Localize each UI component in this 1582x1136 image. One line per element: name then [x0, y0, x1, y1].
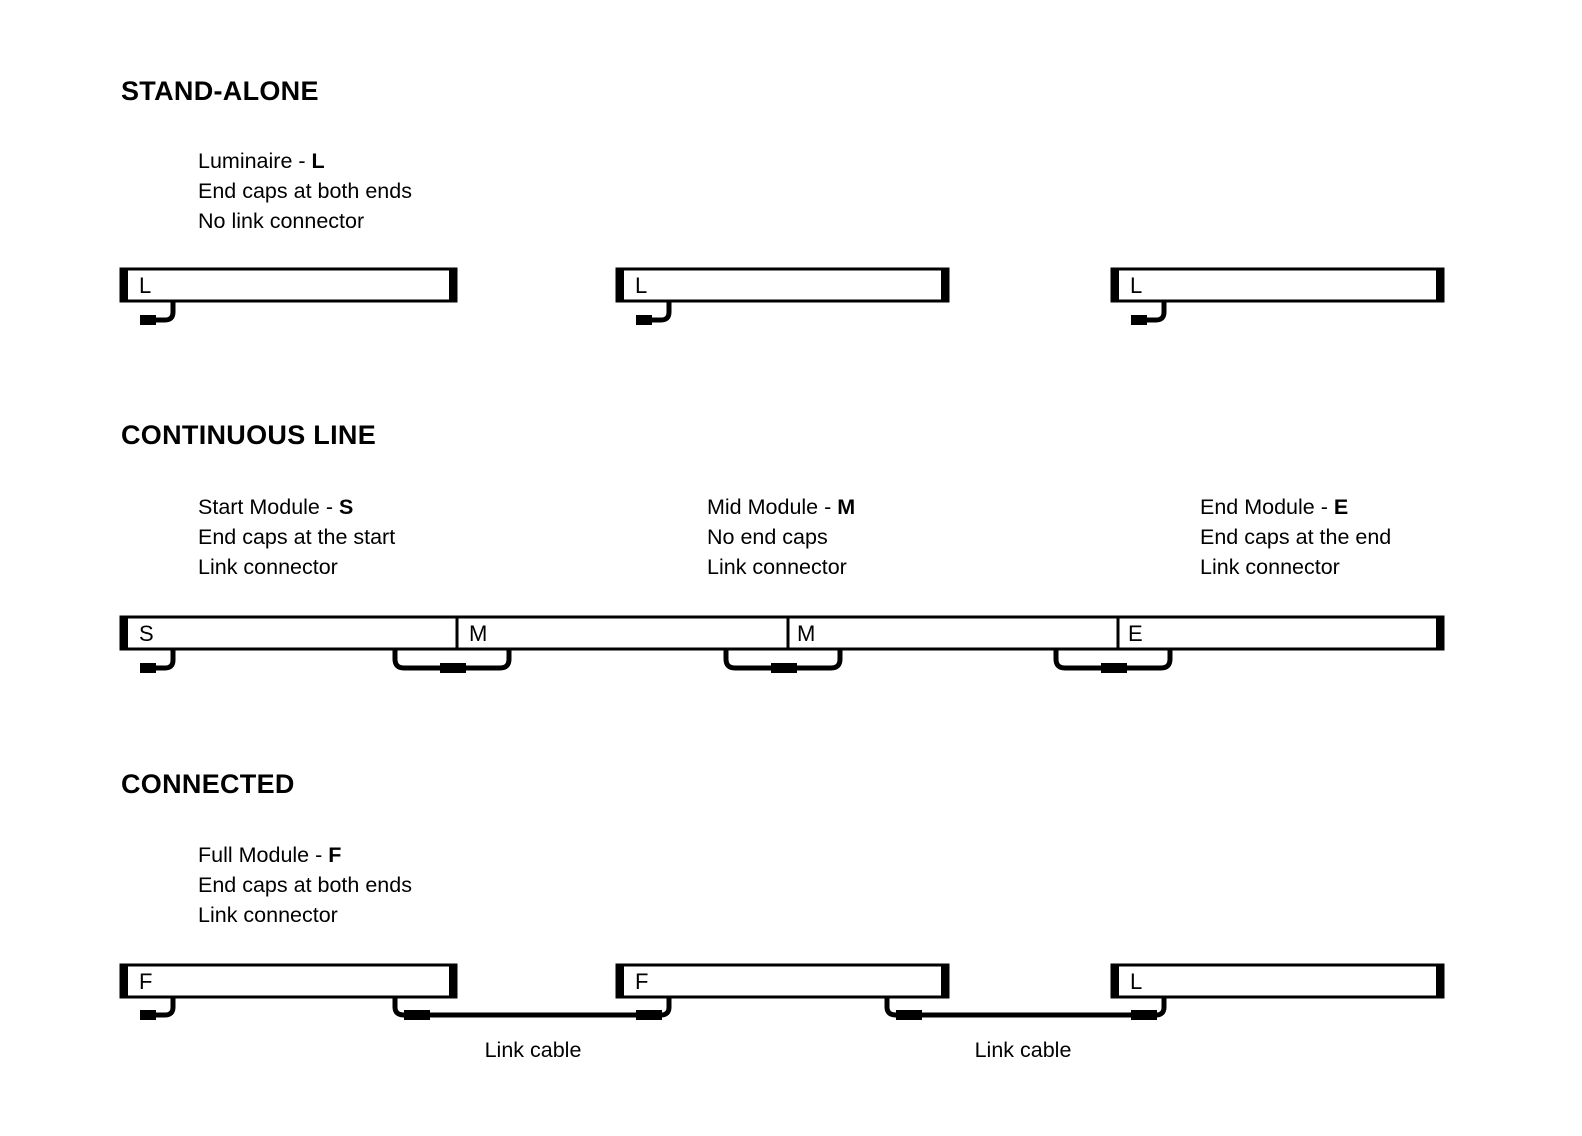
spec-line-title: End Module - E — [1200, 495, 1349, 519]
connector-plug-left — [404, 1010, 430, 1020]
module-tag-mid-1: M — [469, 621, 487, 646]
spec-block-start-module: Start Module - S End caps at the start L… — [198, 492, 395, 582]
luminaire-body — [1110, 963, 1445, 999]
module-tag-label: F — [139, 969, 152, 994]
connector-plug — [440, 663, 466, 673]
module-tag-mid-2: M — [797, 621, 815, 646]
luminaire-body — [119, 963, 458, 999]
end-cap-left — [617, 268, 624, 302]
connected-module-3: L — [1110, 963, 1445, 999]
spec-line-endcaps: End caps at both ends — [198, 179, 412, 203]
connected-graphics: F F L — [119, 963, 1445, 1020]
section-heading-stand-alone: STAND-ALONE — [121, 76, 319, 106]
module-tag-label: L — [635, 273, 647, 298]
end-cap-right — [1436, 616, 1443, 650]
link-cable-path — [884, 998, 1167, 1018]
link-cable-label-1: Link cable — [484, 1038, 582, 1062]
connected-module-2: F — [615, 963, 950, 999]
connector-plug — [636, 315, 652, 325]
section-heading-connected: CONNECTED — [121, 769, 295, 799]
section-heading-continuous-line: CONTINUOUS LINE — [121, 420, 377, 450]
module-tag-label: L — [139, 273, 151, 298]
spec-line-connector: Link connector — [198, 903, 338, 927]
luminaire-body — [1110, 267, 1445, 303]
luminaire-body — [615, 267, 950, 303]
module-tag-start: S — [139, 621, 154, 646]
module-tag-label: L — [1130, 969, 1142, 994]
link-cable-1 — [392, 998, 672, 1020]
end-cap-left — [121, 964, 128, 998]
connector-plug — [1101, 663, 1127, 673]
module-tag-end: E — [1128, 621, 1143, 646]
power-cable-stub — [152, 998, 176, 1018]
connector-plug-right — [636, 1010, 662, 1020]
end-cap-left — [1112, 964, 1119, 998]
connector-plug — [140, 315, 156, 325]
module-code: F — [328, 843, 342, 867]
spec-line-connector: Link connector — [198, 555, 338, 579]
spec-block-end-module: End Module - E End caps at the end Link … — [1200, 492, 1391, 582]
luminaire-module-1: L — [119, 267, 458, 325]
end-cap-right — [941, 268, 948, 302]
spec-line-title: Mid Module - M — [707, 495, 856, 519]
link-cable-2 — [884, 998, 1167, 1020]
luminaire-module-3: L — [1110, 267, 1445, 325]
module-code: E — [1333, 495, 1349, 519]
connector-plug-right — [1131, 1010, 1157, 1020]
end-cap-right — [449, 964, 456, 998]
connector-plug-left — [896, 1010, 922, 1020]
module-code: S — [339, 495, 354, 519]
connector-plug — [140, 663, 156, 673]
end-cap-left — [121, 616, 128, 650]
module-code: M — [837, 495, 856, 519]
connector-plug — [140, 1010, 156, 1020]
spec-line-connector: Link connector — [707, 555, 847, 579]
end-cap-right — [449, 268, 456, 302]
link-cable-path — [392, 998, 672, 1018]
stand-alone-luminaire-graphics: L L L — [119, 267, 1445, 325]
end-cap-right — [941, 964, 948, 998]
spec-line-title: Start Module - S — [198, 495, 354, 519]
connector-plug — [771, 663, 797, 673]
power-cable-stub — [1143, 302, 1167, 323]
module-tag-label: L — [1130, 273, 1142, 298]
spec-block-full-module: Full Module - F End caps at both ends Li… — [198, 840, 412, 930]
spec-line-connector: No link connector — [198, 209, 365, 233]
end-cap-left — [1112, 268, 1119, 302]
end-cap-right — [1436, 268, 1443, 302]
luminaire-body — [615, 963, 950, 999]
connector-plug — [1131, 315, 1147, 325]
spec-line-endcaps: End caps at the end — [1200, 525, 1392, 549]
link-connector-loop-3 — [1053, 650, 1173, 673]
spec-line-connector: Link connector — [1200, 555, 1340, 579]
continuous-line-graphics: S M M E — [119, 615, 1445, 673]
continuous-run: S M M E — [119, 615, 1445, 673]
end-cap-left — [121, 268, 128, 302]
module-tag-label: F — [635, 969, 648, 994]
link-connector-loop-2 — [723, 650, 843, 673]
spec-line-endcaps: No end caps — [707, 525, 828, 549]
luminaire-module-2: L — [615, 267, 950, 325]
spec-line-title: Full Module - F — [198, 843, 342, 867]
module-code: L — [311, 149, 325, 173]
spec-block-luminaire: Luminaire - L End caps at both ends No l… — [198, 146, 412, 236]
power-cable-stub — [648, 302, 672, 323]
power-cable-stub — [152, 302, 176, 323]
continuous-run-body — [119, 615, 1445, 651]
spec-block-mid-module: Mid Module - M No end caps Link connecto… — [707, 492, 855, 582]
connected-module-1: F — [119, 963, 458, 1020]
spec-line-title: Luminaire - L — [198, 149, 325, 173]
link-cable-label-2: Link cable — [974, 1038, 1072, 1062]
spec-line-endcaps: End caps at the start — [198, 525, 396, 549]
luminaire-body — [119, 267, 458, 303]
power-cable-stub — [152, 650, 176, 671]
link-connector-loop-1 — [392, 650, 512, 673]
end-cap-left — [617, 964, 624, 998]
spec-line-endcaps: End caps at both ends — [198, 873, 412, 897]
end-cap-right — [1436, 964, 1443, 998]
